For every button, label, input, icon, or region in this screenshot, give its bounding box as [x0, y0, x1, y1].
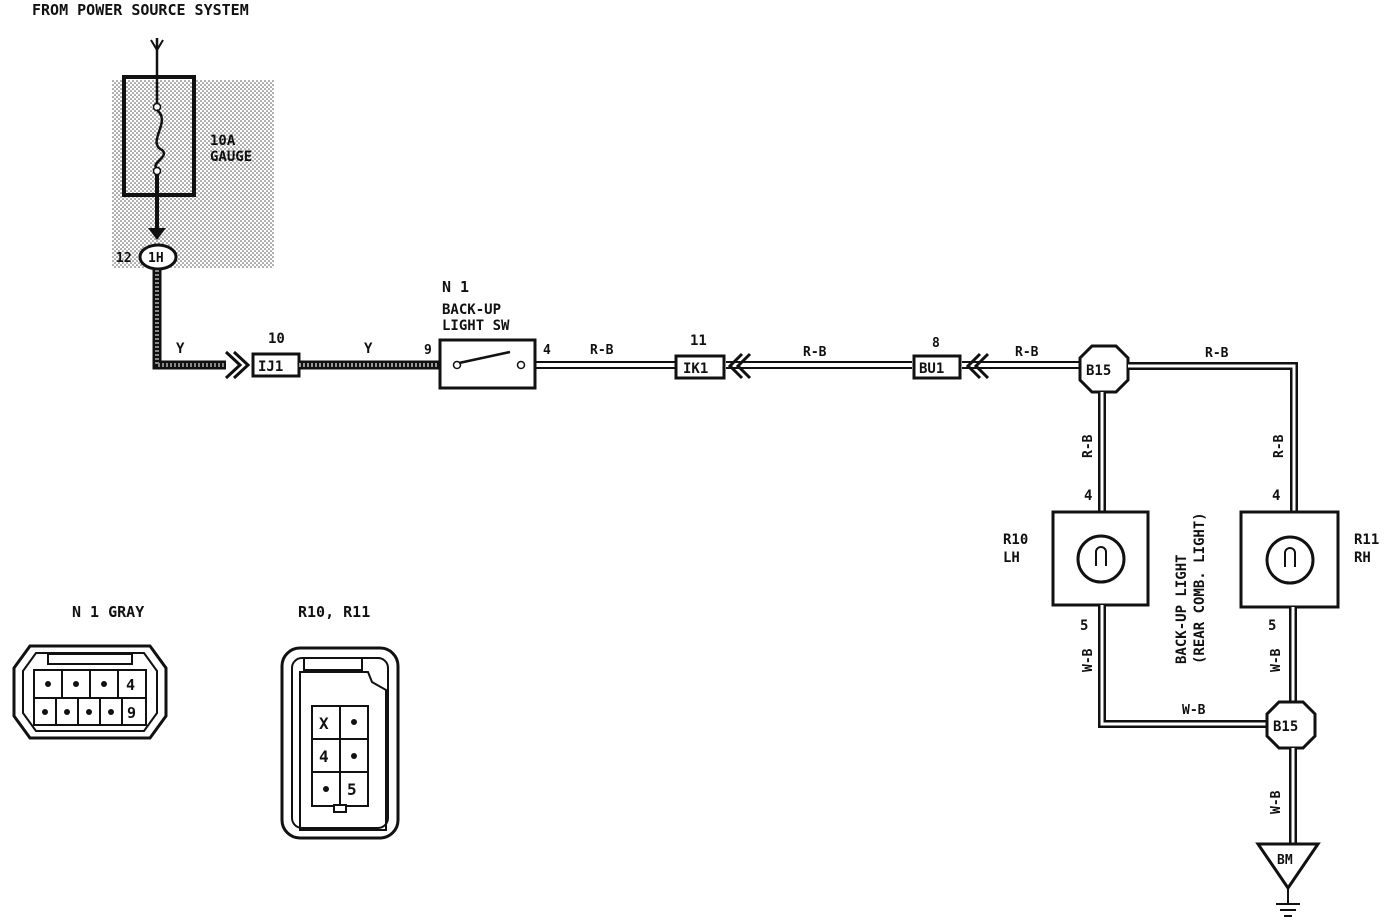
wire-label-rb-2: R-B: [803, 345, 827, 360]
wire-label-wb-rh: W-B: [1269, 648, 1284, 672]
switch-name-line2: LIGHT SW: [442, 318, 510, 334]
ground-point: [1255, 842, 1321, 891]
splice-b15-top-name: B15: [1086, 363, 1111, 379]
wire-y-1: [152, 270, 226, 370]
junction-arrow-icon: [148, 228, 166, 240]
ij1-arrow-icon: [224, 350, 243, 380]
wire-label-rb-3: R-B: [1015, 345, 1039, 360]
lamp-rh-pin-top: 4: [1272, 488, 1280, 504]
lamp-rh-id: R11: [1354, 532, 1379, 548]
bulb-lh-icon: [1076, 534, 1126, 584]
wire-label-rb-rh: R-B: [1272, 434, 1287, 458]
bu1-arrow-icon: [965, 352, 982, 380]
lamp-lh-side: LH: [1003, 550, 1020, 566]
connector-bu1: [912, 354, 962, 380]
lamp-lh-pin-top: 4: [1084, 488, 1092, 504]
wire-label-rb-4: R-B: [1205, 346, 1229, 361]
switch-pin-out: 4: [543, 343, 551, 358]
connector-ij1-name: IJ1: [258, 359, 283, 375]
wire-label-wb-mid: W-B: [1182, 703, 1206, 718]
connector-1h: [138, 243, 178, 271]
r10-r11-pin-4: 4: [319, 747, 329, 766]
n1-pin-9: 9: [127, 704, 136, 722]
r10-r11-connector-title: R10, R11: [298, 603, 370, 621]
connector-ij1-pin: 10: [268, 331, 285, 347]
connector-ik1: [674, 354, 726, 380]
wire-label-y-2: Y: [364, 341, 373, 357]
switch-id: N 1: [442, 278, 469, 296]
fuse-rating: 10A: [210, 133, 236, 149]
r10-r11-pin-5: 5: [347, 780, 357, 799]
wire-label-rb-1: R-B: [590, 343, 614, 358]
n1-connector-view: [12, 644, 168, 740]
fuse-name: GAUGE: [210, 149, 252, 165]
r10-r11-pin-x: X: [319, 714, 329, 733]
wire-label-wb-lh: W-B: [1081, 648, 1096, 672]
bulb-rh-icon: [1265, 535, 1315, 585]
wire-rb-rh: [1128, 362, 1298, 512]
ik1-arrow-icon: [727, 352, 744, 380]
lamp-caption-line2: (REAR COMB. LIGHT): [1192, 512, 1208, 664]
input-arrow-icon: [150, 39, 164, 52]
connector-ik1-pin: 11: [690, 333, 707, 349]
wire-rb-main: [535, 361, 1082, 369]
switch-pin-in: 9: [424, 343, 432, 358]
power-source-label: FROM POWER SOURCE SYSTEM: [32, 1, 249, 19]
splice-b15-bottom-name: B15: [1273, 719, 1298, 735]
fuse-element-icon: [154, 109, 166, 170]
ground-symbol-icon: [1276, 888, 1300, 917]
connector-bu1-name: BU1: [919, 361, 944, 377]
lamp-lh-pin-bottom: 5: [1080, 618, 1088, 634]
lamp-rh-side: RH: [1354, 550, 1371, 566]
n1-pin-4: 4: [126, 676, 135, 694]
r10-r11-connector-view: [280, 646, 400, 840]
connector-ik1-name: IK1: [683, 361, 708, 377]
wire-label-rb-lh: R-B: [1081, 434, 1096, 458]
connector-1h-name: 1H: [148, 251, 164, 266]
ground-name: BM: [1277, 853, 1293, 868]
connector-1h-pin: 12: [116, 251, 132, 266]
switch-contact-icon: [458, 350, 511, 365]
connector-bu1-pin: 8: [932, 336, 940, 351]
lamp-caption-line1: BACK-UP LIGHT: [1174, 554, 1190, 664]
lamp-lh-id: R10: [1003, 532, 1028, 548]
lamp-rh-pin-bottom: 5: [1268, 618, 1276, 634]
splice-b15-bottom: [1265, 700, 1317, 750]
wire-label-wb-ground: W-B: [1269, 790, 1284, 814]
wire-label-y-1: Y: [176, 341, 185, 357]
splice-b15-top: [1078, 344, 1130, 394]
n1-connector-title: N 1 GRAY: [72, 603, 144, 621]
switch-name-line1: BACK-UP: [442, 302, 501, 318]
